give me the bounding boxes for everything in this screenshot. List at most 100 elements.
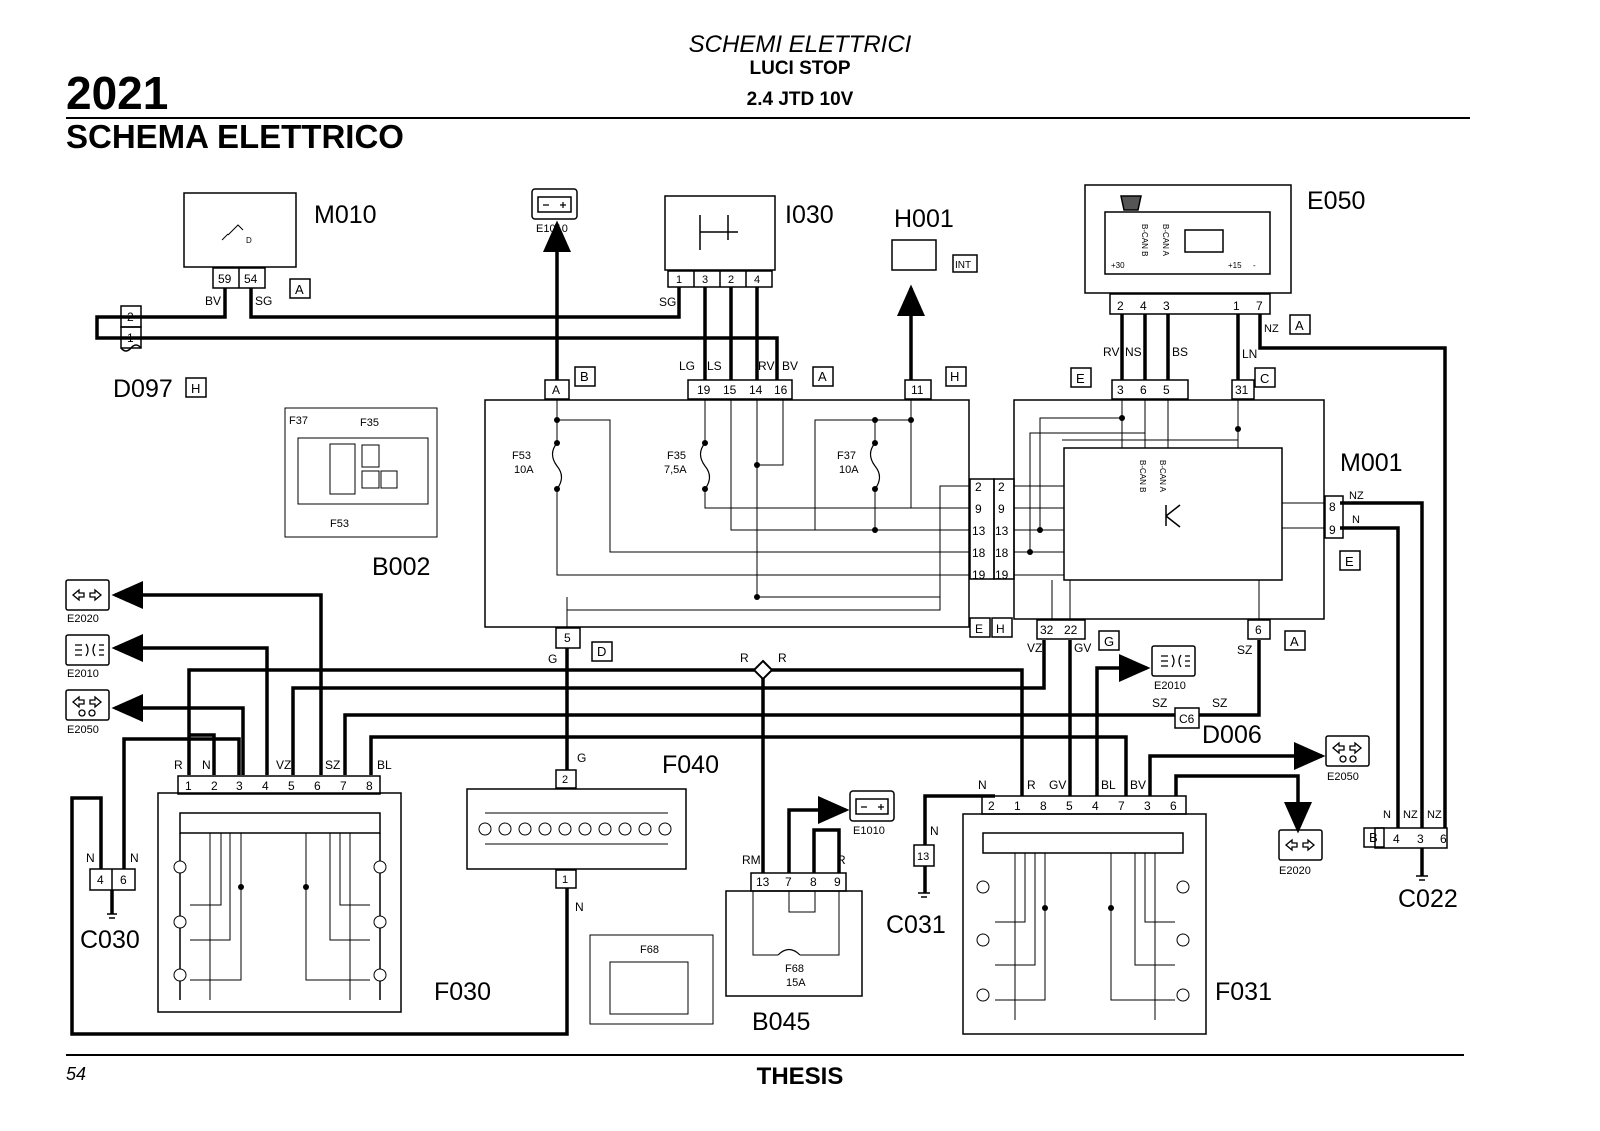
c030-pin-6: 6: [120, 873, 127, 887]
wire-b045-r: R: [837, 853, 846, 867]
wire-c030-n1: N: [86, 851, 95, 865]
e2020-left-indicator: [65, 579, 1323, 861]
b045-label: B045: [752, 1008, 810, 1036]
d097-label: D097: [113, 375, 173, 403]
b002-fuse-f37-rating: 10A: [839, 464, 859, 476]
e1010-top-battery: [531, 188, 578, 220]
e1010-top-label: E1010: [536, 223, 568, 235]
m001-lpin-13: 13: [995, 524, 1009, 538]
b045-inset-label: F68: [640, 944, 659, 956]
wire-f040-g: G: [577, 751, 586, 765]
b045-fusebox: [725, 872, 863, 997]
m001-rpin-8: 8: [1329, 500, 1336, 514]
f040-label: F040: [662, 751, 719, 779]
b045-fuse-name: F68: [785, 963, 804, 975]
wire-f030-bl: BL: [377, 758, 392, 772]
wire-d006-sz1: SZ: [1152, 696, 1167, 710]
lamp-bulbs: [173, 860, 1190, 1002]
m001-mark-c: C: [1260, 371, 1269, 386]
c022-pin-4: 4: [1393, 832, 1400, 846]
wire-m001-sz: SZ: [1237, 643, 1252, 657]
b002-corner-e: E: [975, 622, 983, 636]
m001-lpin-2: 2: [998, 480, 1005, 494]
d097-mark: H: [191, 381, 200, 396]
f030-pin-8: 8: [366, 779, 373, 793]
engine-subtitle: 2.4 JTD 10V: [746, 89, 854, 110]
f040-pin-bottom: 1: [562, 874, 568, 886]
e2020-left-label: E2020: [67, 613, 99, 625]
m001-tpin-3: 3: [1117, 383, 1124, 397]
b002-rpin-13: 13: [972, 524, 986, 538]
b002-pin-a: A: [552, 383, 560, 397]
m001-mark-g: G: [1104, 634, 1114, 649]
e050-pin-1: 1: [1233, 299, 1240, 313]
b002-fuse-f53: F53: [512, 450, 531, 462]
b002-pin-11: 11: [911, 383, 924, 397]
f040-led-row: [478, 812, 672, 845]
m001-bpin-6: 6: [1255, 623, 1262, 637]
e050-node: [1084, 184, 1311, 335]
wire-f030-sz: SZ: [325, 758, 340, 772]
wire-e050-ns: NS: [1125, 345, 1142, 359]
h001-label: H001: [894, 205, 954, 233]
footer-rule: [66, 1054, 1464, 1056]
b002-inset-f53: F53: [330, 518, 349, 530]
m001-lpin-18: 18: [995, 546, 1009, 560]
b002-label: B002: [372, 553, 430, 581]
wire-c022-n: N: [1383, 809, 1391, 821]
internal-wiring: [556, 400, 1325, 628]
fog-glyphs: [75, 643, 1190, 668]
wire-c022-nz1: NZ: [1403, 809, 1418, 821]
wire-i030-sg: SG: [659, 295, 676, 309]
m001-mark-e2: E: [1345, 554, 1354, 569]
wire-m001-vz: VZ: [1027, 641, 1042, 655]
b002-inset-f35: F35: [360, 417, 379, 429]
indicator-glyphs: [71, 588, 1363, 852]
m001-mark-e1: E: [1076, 371, 1085, 386]
wire-b045-rm: RM: [742, 853, 761, 867]
wire-e050-ln: LN: [1242, 347, 1257, 361]
m010-pin-a: 59: [218, 272, 232, 286]
e050-label-15: +15: [1228, 261, 1242, 270]
e050-label-minus: -: [1253, 261, 1256, 270]
m010-mark: A: [295, 282, 304, 297]
b002-pin-15: 15: [723, 383, 737, 397]
m001-tpin-6: 6: [1140, 383, 1147, 397]
f030-pin-7: 7: [340, 779, 347, 793]
b002-fuse-f35-rating: 7,5A: [664, 464, 687, 476]
e050-pin-3: 3: [1163, 299, 1170, 313]
b002-fuse-f35: F35: [667, 450, 686, 462]
b002-pin-19: 19: [697, 383, 711, 397]
i030-switch: [664, 195, 776, 288]
d097-pin-bottom: 1: [127, 331, 134, 345]
wire-m010-a: BV: [205, 294, 221, 308]
m001-inner-bcana: B-CAN A: [1158, 460, 1167, 493]
f031-pin-8: 8: [1040, 799, 1047, 813]
c022-mark: B: [1369, 830, 1378, 845]
c022-pin-6: 6: [1440, 832, 1447, 846]
diagram-code: 2021: [66, 67, 169, 119]
splice-node: [752, 659, 774, 681]
b002-rpin-18: 18: [972, 546, 986, 560]
i030-pin-3: 3: [702, 274, 708, 286]
wire-f030-vz: VZ: [276, 758, 291, 772]
f030-label: F030: [434, 978, 491, 1006]
m010-pin-b: 54: [244, 272, 258, 286]
e050-pin-4: 4: [1140, 299, 1147, 313]
model-name: THESIS: [756, 1063, 844, 1090]
e1010-bottom-label: E1010: [853, 825, 885, 837]
m001-bpin-32: 32: [1040, 623, 1054, 637]
f031-label: F031: [1215, 978, 1272, 1006]
page-number: 54: [66, 1064, 87, 1084]
wire-e050-bs: BS: [1172, 345, 1188, 359]
m001-bpin-22: 22: [1064, 623, 1078, 637]
e050-label-bcanb: B-CAN B: [1140, 224, 1149, 256]
b045-pin-9: 9: [834, 875, 841, 889]
c022-pin-3: 3: [1417, 832, 1424, 846]
f031-pin-7: 7: [1118, 799, 1125, 813]
wire-f031-bl: BL: [1101, 778, 1116, 792]
e2010-right-label: E2010: [1154, 680, 1186, 692]
f030-stop-lamp: [157, 775, 402, 1013]
d097-pin-top: 2: [127, 310, 134, 324]
